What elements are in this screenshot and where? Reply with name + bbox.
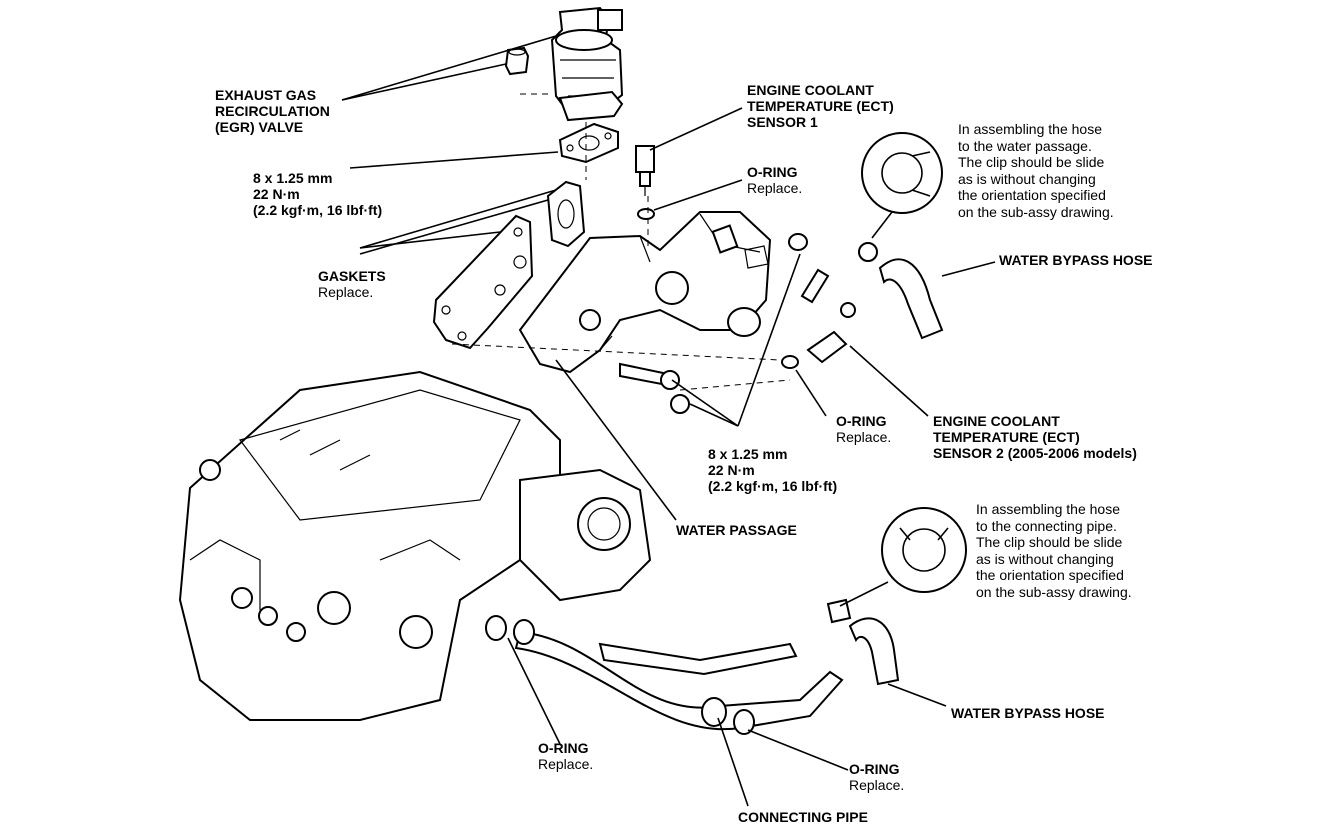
ect2-line1: ENGINE COOLANT: [933, 413, 1060, 429]
o-ring-right-title: O-RING: [849, 761, 900, 777]
o-ring-left-label: O-RING Replace.: [538, 740, 593, 772]
note-top-line: The clip should be slide: [958, 154, 1105, 170]
gaskets-title: GASKETS: [318, 268, 386, 284]
note-bottom-line: to the connecting pipe.: [976, 517, 1117, 534]
gasket-plate: [432, 214, 534, 350]
water-bypass-hose-bottom-part: [848, 617, 900, 686]
o-ring-top-part: [637, 208, 655, 220]
torque2-line2: 22 N·m: [708, 462, 755, 478]
ect-sensor-1-label: ENGINE COOLANT TEMPERATURE (ECT) SENSOR …: [747, 82, 894, 130]
connecting-pipe-part: [485, 615, 844, 735]
connecting-pipe-label: CONNECTING PIPE: [738, 809, 868, 825]
note-bottom-line: In assembling the hose: [976, 501, 1120, 517]
bolts-passage: [619, 362, 690, 414]
water-passage-label: WATER PASSAGE: [676, 522, 797, 538]
egr-valve: [550, 6, 624, 122]
hose-assembly-note-top: In assembling the hose to the water pass…: [958, 121, 1114, 220]
ect1-line2: TEMPERATURE (ECT): [747, 98, 894, 114]
note-top-line: In assembling the hose: [958, 121, 1102, 137]
torque1-line2: 22 N·m: [253, 186, 300, 202]
gaskets-label: GASKETS Replace.: [318, 268, 386, 300]
note-top-line: on the sub-assy drawing.: [958, 203, 1114, 220]
water-bypass-hose-top-label: WATER BYPASS HOSE: [999, 252, 1153, 268]
o-ring-left-title: O-RING: [538, 740, 589, 756]
water-bypass-hose-bottom-label: WATER BYPASS HOSE: [951, 705, 1105, 721]
water-bypass-fittings-top: [788, 233, 856, 318]
leader-lines: [341, 35, 996, 807]
ect-sensor-1: [635, 145, 655, 196]
gasket-ring: [546, 180, 586, 248]
o-ring-right-replace-note: Replace.: [849, 777, 905, 793]
ect-sensor-2-label: ENGINE COOLANT TEMPERATURE (ECT) SENSOR …: [933, 413, 1137, 461]
o-ring-mid-replace-note: Replace.: [836, 429, 892, 445]
clip-bottom: [826, 507, 967, 624]
o-ring-top-label: O-RING Replace.: [747, 164, 802, 196]
water-passage-housing: [518, 211, 772, 374]
ect2-line2: TEMPERATURE (ECT): [933, 429, 1080, 445]
ect2-line3: SENSOR 2 (2005-2006 models): [933, 445, 1137, 461]
throttle-body: [519, 468, 652, 602]
ect1-line3: SENSOR 1: [747, 114, 818, 130]
engine-block: [178, 370, 561, 721]
note-top-line: the orientation specified: [958, 187, 1106, 203]
torque2-line3: (2.2 kgf·m, 16 lbf·ft): [708, 478, 838, 494]
egr-label-line1: EXHAUST GAS: [215, 87, 317, 103]
egr-torque-spec: 8 x 1.25 mm 22 N·m (2.2 kgf·m, 16 lbf·ft…: [253, 170, 382, 218]
torque1-line3: (2.2 kgf·m, 16 lbf·ft): [253, 202, 383, 218]
egr-nut: [504, 46, 530, 76]
o-ring-mid-label: O-RING Replace.: [836, 413, 891, 445]
torque1-line1: 8 x 1.25 mm: [253, 170, 333, 186]
clip-top: [858, 132, 943, 262]
gaskets-replace-note: Replace.: [318, 284, 374, 300]
water-bypass-hose-top-part: [878, 258, 944, 340]
note-bottom-line: on the sub-assy drawing.: [976, 583, 1132, 600]
o-ring-mid-title: O-RING: [836, 413, 887, 429]
note-bottom-line: the orientation specified: [976, 567, 1124, 583]
note-bottom-line: The clip should be slide: [976, 534, 1123, 550]
note-top-line: as is without changing: [958, 170, 1096, 187]
egr-label-line2: RECIRCULATION: [215, 103, 330, 119]
o-ring-left-replace-note: Replace.: [538, 756, 594, 772]
egr-valve-label: EXHAUST GAS RECIRCULATION (EGR) VALVE: [215, 87, 330, 135]
note-bottom-line: as is without changing: [976, 550, 1114, 567]
o-ring-top-title: O-RING: [747, 164, 798, 180]
note-top-line: to the water passage.: [958, 137, 1092, 154]
o-ring-right-label: O-RING Replace.: [849, 761, 904, 793]
passage-torque-spec: 8 x 1.25 mm 22 N·m (2.2 kgf·m, 16 lbf·ft…: [708, 446, 837, 494]
hose-assembly-note-bottom: In assembling the hose to the connecting…: [976, 501, 1132, 600]
egr-label-line3: (EGR) VALVE: [215, 119, 304, 135]
ect-sensor-2: [781, 330, 848, 369]
torque2-line1: 8 x 1.25 mm: [708, 446, 788, 462]
egr-gasket: [558, 122, 619, 164]
o-ring-top-replace-note: Replace.: [747, 180, 803, 196]
ect1-line1: ENGINE COOLANT: [747, 82, 874, 98]
